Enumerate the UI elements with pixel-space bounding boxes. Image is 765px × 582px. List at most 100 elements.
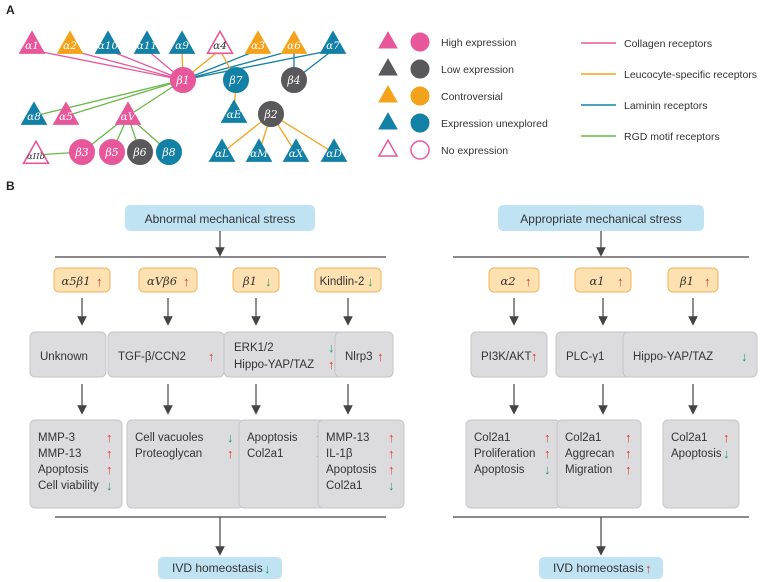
pathway-box (622, 331, 758, 378)
integrin-factor-box (488, 267, 540, 293)
up-arrow-icon: ↑ (625, 446, 632, 461)
integrin-3-triangle (244, 30, 272, 54)
collagen-line (31, 49, 184, 81)
effect-label: Col2a1 (565, 432, 601, 444)
integrin-5-circle (99, 139, 125, 165)
effect-label: Apoptosis (247, 432, 298, 444)
up-arrow-icon: ↑ (723, 430, 730, 445)
legend-label-collagen-receptors: Collagen receptors (624, 38, 712, 50)
integrin-m-triangle (245, 138, 273, 162)
integrin-8-triangle (20, 101, 48, 125)
effect-label: Col2a1 (247, 448, 283, 460)
integrin-factor-label: β1 (242, 274, 257, 288)
outcome-box (158, 557, 282, 579)
integrin-e-triangle (220, 99, 248, 123)
integrin-x-label: αX (289, 148, 304, 160)
up-arrow-icon: ↑ (208, 349, 215, 364)
legend-label-controversial: Controversial (441, 91, 503, 103)
integrin-8-circle (156, 139, 182, 165)
up-arrow-icon: ↑ (531, 349, 538, 364)
effect-label: Apoptosis (326, 464, 377, 476)
pathway-label: Unknown (40, 351, 88, 363)
integrin-factor-box (53, 267, 111, 293)
laminin-line (182, 49, 334, 81)
collagen-line (107, 49, 184, 81)
down-arrow-icon: ↓ (328, 340, 335, 355)
integrin-factor-label: α2 (500, 274, 515, 288)
up-arrow-icon: ↑ (227, 446, 234, 461)
up-arrow-icon: ↑ (625, 462, 632, 477)
integrin-6-label: α6 (287, 40, 301, 52)
integrin-factor-label: αVβ6 (147, 274, 177, 288)
effect-label: Cell vacuoles (135, 432, 204, 444)
integrin-2-circle (258, 101, 284, 127)
integrin-2-label: β2 (263, 108, 277, 121)
integrin-m-label: αM (250, 148, 268, 160)
down-arrow-icon: ↓ (227, 430, 234, 445)
integrin-11-triangle (133, 30, 161, 54)
legend-label-high-expression: High expression (441, 37, 516, 49)
integrin-10-label: α10 (98, 40, 119, 52)
integrin-factor-label: Kindlin-2 (320, 276, 365, 288)
up-arrow-icon: ↑ (388, 462, 395, 477)
up-arrow-icon: ↑ (625, 430, 632, 445)
integrin-7-label: β7 (228, 74, 242, 87)
legend-label-low-expression: Low expression (441, 64, 514, 76)
legend-label-expression-unexplored: Expression unexplored (441, 118, 548, 130)
effect-label: Migration (565, 464, 612, 476)
effect-label: Col2a1 (474, 432, 510, 444)
effect-label: Proteoglycan (135, 448, 202, 460)
integrin-x-triangle (282, 138, 310, 162)
up-arrow-icon: ↑ (183, 274, 190, 289)
down-arrow-icon: ↓ (544, 462, 551, 477)
integrin-9-triangle (168, 30, 196, 54)
integrin-5-label: β5 (104, 146, 118, 159)
pathway-label: Hippo-YAP/TAZ (633, 351, 713, 363)
integrin-11-label: α11 (137, 40, 157, 52)
pathway-label: PLC-γ1 (566, 351, 604, 363)
down-arrow-icon: ↓ (265, 274, 272, 289)
legend-triangle-icon (378, 31, 398, 49)
down-arrow-icon: ↓ (741, 349, 748, 364)
integrin-3-label: α3 (251, 40, 265, 52)
integrin-7-triangle (319, 30, 347, 54)
effect-box (317, 419, 405, 509)
collagen-line (69, 49, 184, 81)
integrin-9-label: α9 (175, 40, 189, 52)
effect-box (662, 419, 740, 509)
legend-label-laminin-receptors: Laminin receptors (624, 100, 707, 112)
stress-title: Appropriate mechanical stress (520, 212, 681, 226)
legend-triangle-icon (378, 58, 398, 76)
legend-circle-icon (410, 59, 430, 79)
integrin-10-triangle (94, 30, 122, 54)
integrin-v-label: αV (121, 111, 137, 123)
integrin-factor-box (574, 267, 632, 293)
panel-b-label: B (6, 179, 15, 193)
integrin-factor-label: α1 (589, 274, 604, 288)
up-arrow-icon: ↑ (704, 274, 711, 289)
legend-triangle-icon (378, 85, 398, 103)
pathway-label: PI3K/AKT (481, 351, 532, 363)
integrin-factor-box (232, 267, 280, 293)
integrin-5-triangle (52, 101, 80, 125)
effect-label: Apoptosis (671, 448, 722, 460)
up-arrow-icon: ↑ (525, 274, 532, 289)
effect-label: Apoptosis (474, 464, 525, 476)
pathway-label: Hippo-YAP/TAZ (234, 359, 314, 371)
laminin-line (182, 49, 259, 81)
flow-right: Appropriate mechanical stressα2↑PI3K/AKT… (453, 205, 758, 579)
effect-label: Proliferation (474, 448, 535, 460)
integrin-4-label: α4 (213, 40, 227, 52)
integrin-l-triangle (208, 138, 236, 162)
integrin-8-label: β8 (161, 146, 175, 159)
up-arrow-icon: ↑ (377, 349, 384, 364)
up-arrow-icon: ↑ (106, 462, 113, 477)
up-arrow-icon: ↑ (388, 446, 395, 461)
pathway-label: TGF-β/CCN2 (118, 351, 186, 363)
down-arrow-icon: ↓ (264, 561, 271, 576)
